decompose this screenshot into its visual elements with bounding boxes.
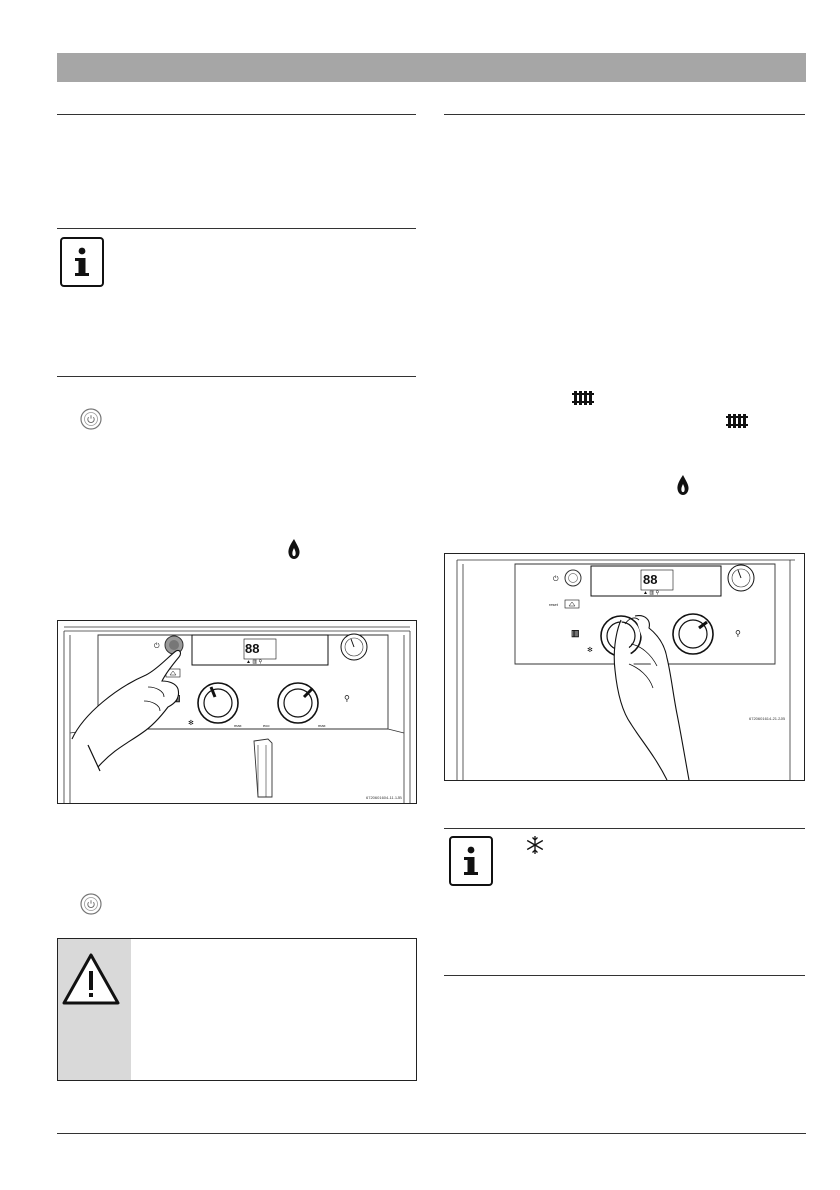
svg-text:eco: eco [263, 723, 270, 728]
flame-icon [287, 538, 301, 565]
radiator-icon [572, 390, 594, 411]
section-rule [444, 975, 805, 976]
svg-text:▲ ▥ ⚲: ▲ ▥ ⚲ [643, 590, 659, 596]
warning-triangle-icon [60, 951, 122, 1012]
flame-icon [676, 474, 690, 501]
section-rule [57, 376, 416, 377]
svg-text:⚲: ⚲ [735, 629, 741, 638]
svg-text:✻: ✻ [587, 646, 593, 654]
svg-text:6720601604-11.1JB: 6720601604-11.1JB [366, 795, 402, 800]
header-bar [57, 53, 806, 82]
frost-snowflake-icon [525, 835, 545, 860]
section-rule [57, 114, 416, 115]
figure-boiler-knob-adjust: 88 ▲ ▥ ⚲ ⏻ reset ▥ ✻ ⚲ 6720601614-21.2JB [444, 553, 805, 781]
info-icon [449, 836, 493, 886]
svg-text:⚲: ⚲ [344, 694, 350, 703]
svg-text:max: max [234, 723, 242, 728]
svg-text:88: 88 [643, 572, 657, 587]
svg-text:6720601614-21.2JB: 6720601614-21.2JB [749, 716, 785, 721]
info-icon [60, 237, 104, 287]
power-button-icon [80, 893, 102, 920]
svg-text:⏻: ⏻ [154, 642, 160, 650]
svg-text:▥: ▥ [571, 628, 580, 638]
svg-text:✻: ✻ [188, 719, 194, 727]
figure-boiler-power-on: 88 ▲ ▥ ⚲ ⏻ reset ▥ ✻ max ⚲ eco max [57, 620, 417, 804]
section-rule [444, 114, 805, 115]
warning-box [57, 938, 417, 1081]
svg-text:reset: reset [549, 602, 559, 607]
svg-text:max: max [318, 723, 326, 728]
section-rule [444, 828, 805, 829]
svg-text:▲ ▥ ⚲: ▲ ▥ ⚲ [246, 659, 262, 665]
section-rule [57, 228, 416, 229]
svg-text:88: 88 [245, 641, 259, 656]
radiator-icon [726, 413, 748, 434]
power-button-icon [80, 408, 102, 435]
svg-text:⏻: ⏻ [553, 575, 559, 583]
footer-rule [57, 1133, 806, 1134]
